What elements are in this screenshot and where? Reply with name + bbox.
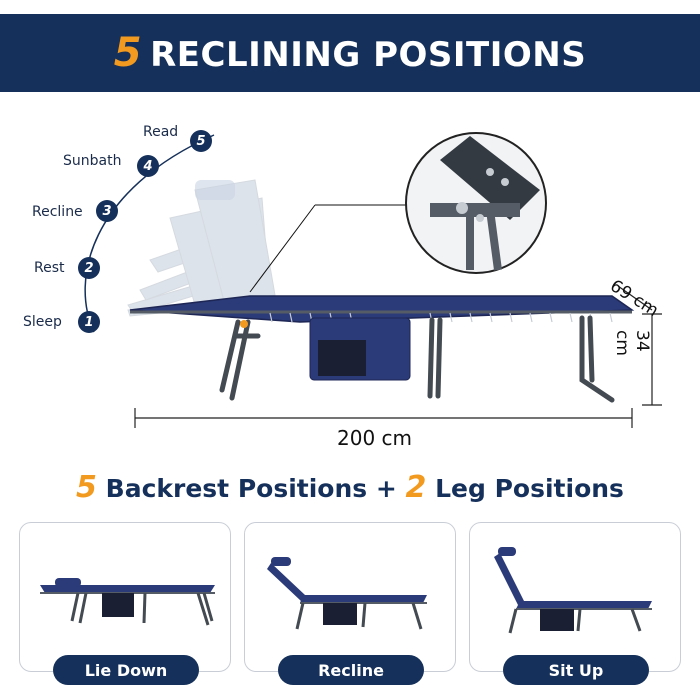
position-label-sleep: Sleep [23, 314, 62, 330]
dimension-length: 200 cm [337, 426, 413, 450]
card-recline [244, 522, 456, 672]
position-label-read: Read [143, 124, 179, 140]
card-sit-up [469, 522, 681, 672]
card-label-recline: Recline [278, 655, 424, 685]
hinge-dot [240, 320, 248, 328]
position-badge-1: 1 [78, 311, 100, 333]
positions-subtitle: 5 Backrest Positions + 2 Leg Positions [0, 470, 700, 505]
position-arc [84, 134, 215, 333]
subtitle-text-1: Backrest Positions + [105, 474, 397, 503]
banner-text: RECLINING POSITIONS [150, 35, 587, 75]
subtitle-text-2: Leg Positions [435, 474, 624, 503]
card-label-sit-up: Sit Up [503, 655, 649, 685]
card-label-lie-down: Lie Down [53, 655, 199, 685]
side-pocket-mesh [318, 340, 366, 376]
position-label-recline: Recline [32, 204, 83, 220]
dimension-lines [134, 285, 662, 428]
position-badge-4: 4 [137, 155, 159, 177]
zoom-detail [405, 132, 547, 274]
position-badge-2: 2 [78, 257, 100, 279]
sit-up-illustration [494, 547, 652, 634]
subtitle-number-1: 5 [76, 470, 97, 505]
position-badge-5: 5 [190, 130, 212, 152]
main-cot-illustration [84, 132, 662, 428]
position-label-rest: Rest [34, 260, 65, 276]
card-lie-down [19, 522, 231, 672]
cot-legs [219, 315, 615, 403]
zoom-callout-line [249, 204, 316, 293]
backrest-pillow [195, 180, 235, 200]
position-label-sunbath: Sunbath [63, 153, 122, 169]
position-badge-3: 3 [96, 200, 118, 222]
dimension-height: 34 cm [612, 330, 652, 356]
recline-illustration [267, 557, 427, 630]
lie-down-illustration [40, 578, 215, 626]
banner-number: 5 [113, 30, 143, 76]
subtitle-number-2: 2 [405, 470, 427, 505]
